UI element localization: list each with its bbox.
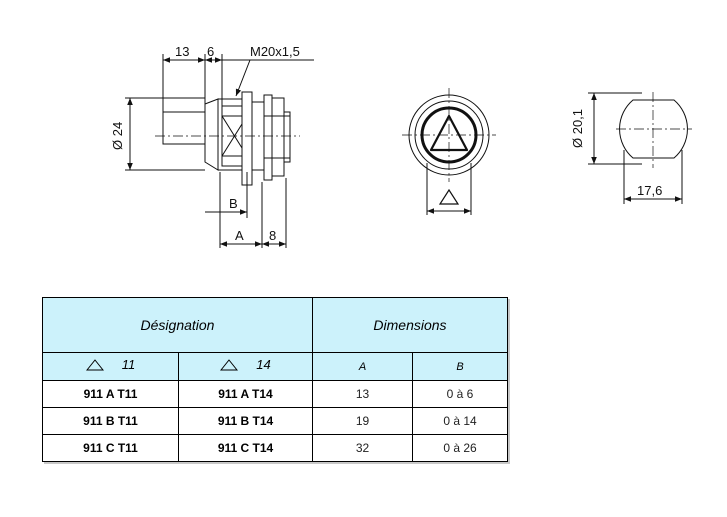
dim-A: A — [235, 228, 244, 243]
a-cell: 32 — [312, 434, 413, 462]
triangle-icon — [220, 358, 239, 371]
dim-17-6: 17,6 — [637, 183, 662, 198]
t11-cell: 911 B T11 — [42, 407, 179, 435]
table-subheader-row: 11 14 A B — [42, 352, 508, 381]
table-row: 911 A T11 911 A T14 13 0 à 6 — [42, 380, 508, 408]
lock-shaft — [162, 111, 206, 145]
square-14-header: 14 — [178, 352, 313, 381]
square-14-label: 14 — [256, 357, 271, 373]
dim-A-header: A — [312, 352, 413, 381]
designation-header: Désignation — [42, 297, 313, 353]
dim-13: 13 — [175, 44, 189, 59]
table-row: 911 C T11 911 C T14 32 0 à 26 — [42, 434, 508, 462]
dim-8: 8 — [269, 228, 276, 243]
a-cell: 19 — [312, 407, 413, 435]
dim-B-header: B — [412, 352, 508, 381]
table-header-row: Désignation Dimensions — [42, 297, 508, 353]
b-cell: 0 à 26 — [412, 434, 508, 462]
a-cell: 13 — [312, 380, 413, 408]
lock-nut — [241, 91, 253, 186]
triangle-icon — [85, 358, 104, 371]
front-view — [402, 88, 496, 215]
triangle-dim-icon — [438, 188, 460, 205]
designation-table: Désignation Dimensions 11 14 A B 911 A T… — [42, 297, 508, 462]
dim-6: 6 — [207, 44, 214, 59]
square-11-header: 11 — [42, 352, 179, 381]
t11-cell: 911 C T11 — [42, 434, 179, 462]
thread-label: M20x1,5 — [250, 44, 300, 59]
t14-cell: 911 B T14 — [178, 407, 313, 435]
table-row: 911 B T11 911 B T14 19 0 à 14 — [42, 407, 508, 435]
end-view — [588, 92, 692, 204]
lock-head — [204, 98, 219, 171]
technical-drawing: 13 6 M20x1,5 Ø 24 B A 8 Ø 20,1 17,6 — [110, 44, 692, 248]
dim-B: B — [229, 196, 238, 211]
dim-diameter-24: Ø 24 — [110, 122, 125, 150]
dimensions-header: Dimensions — [312, 297, 508, 353]
side-view — [125, 54, 314, 248]
t14-cell: 911 A T14 — [178, 380, 313, 408]
t14-cell: 911 C T14 — [178, 434, 313, 462]
dim-diameter-20-1: Ø 20,1 — [570, 109, 585, 148]
square-11-label: 11 — [121, 357, 136, 373]
t11-cell: 911 A T11 — [42, 380, 179, 408]
flatted-section — [619, 99, 688, 159]
b-cell: 0 à 14 — [412, 407, 508, 435]
b-cell: 0 à 6 — [412, 380, 508, 408]
